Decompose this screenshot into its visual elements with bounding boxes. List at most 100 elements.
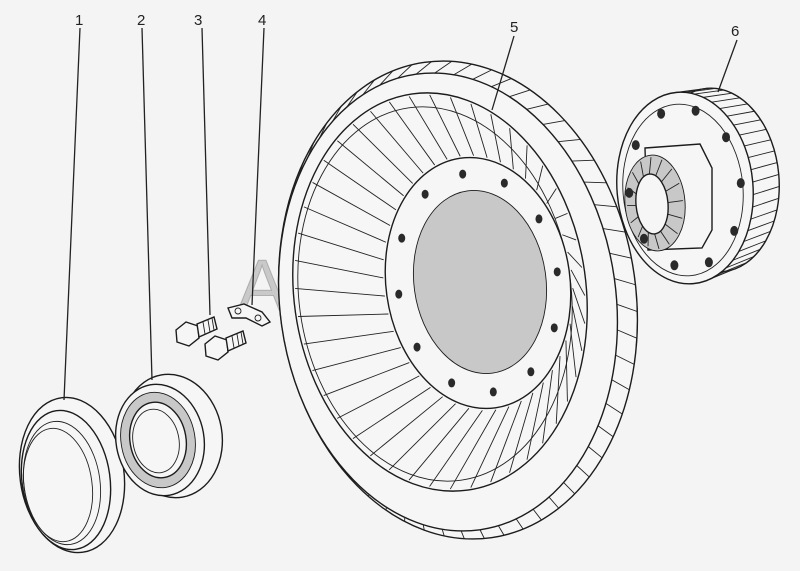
rim-vane [571, 159, 595, 162]
blade-edge [567, 251, 583, 268]
spline-tooth [667, 213, 683, 219]
rim-vane [346, 91, 358, 108]
rim-vane [321, 439, 325, 444]
rim-vane [362, 79, 375, 96]
rim-vane [615, 354, 635, 365]
blade-edge [352, 386, 431, 439]
bolt-hole [527, 367, 535, 377]
rim-vane [509, 89, 531, 98]
rim-vane [290, 367, 294, 376]
blade-edge [408, 96, 448, 160]
blade-edge [323, 159, 397, 211]
gear-tooth [750, 209, 778, 220]
rim-vane [479, 529, 485, 539]
blade-edge [470, 103, 488, 158]
part-2-bearing [114, 373, 224, 499]
leader-line-3 [201, 27, 211, 316]
bolt-hole [550, 323, 558, 333]
spline-tooth [654, 233, 660, 249]
callout-3: 3 [194, 12, 202, 29]
hub-bolt-hole [631, 140, 640, 151]
rim-vane [491, 78, 512, 88]
gear-tooth [738, 240, 766, 252]
blade-edge [337, 140, 404, 197]
blade-edge [536, 165, 544, 191]
blade-edge [388, 403, 456, 471]
blade-edge [490, 114, 501, 163]
rim-vane [297, 163, 304, 179]
spline-tooth [660, 230, 670, 245]
rim-vane [563, 482, 576, 495]
callout-6: 6 [731, 23, 739, 40]
blade-edge [509, 128, 514, 170]
blade-edge [370, 396, 443, 457]
blade-edge [565, 340, 568, 402]
gear-tooth [744, 139, 771, 147]
blade-edge [542, 370, 553, 444]
gear-tooth [753, 186, 780, 196]
spline-tooth [667, 200, 683, 204]
rim-vane [515, 518, 524, 530]
rim-vane [542, 120, 565, 125]
blade-edge [352, 123, 414, 184]
blade-edge [337, 375, 420, 419]
spline-tooth [664, 223, 678, 235]
rim-vane [605, 403, 623, 415]
rim-vane [331, 105, 342, 122]
rim-vane [307, 141, 315, 158]
leader-line-2 [141, 27, 153, 381]
callout-4: 4 [258, 12, 266, 29]
bolt-hole [395, 289, 403, 299]
part-5-turbine-wheel [277, 60, 639, 540]
gear-tooth [725, 256, 754, 269]
part-3-bolts [175, 316, 247, 361]
hub-bolt-hole [639, 233, 648, 244]
rim-vane [318, 122, 328, 139]
blade-edge [303, 206, 387, 243]
gear-tooth [711, 97, 741, 103]
blade-edge [546, 188, 557, 204]
gear-tooth [752, 197, 779, 208]
callout-1: 1 [75, 12, 83, 29]
spline-tooth [640, 161, 644, 178]
hub-bolt-hole [625, 187, 634, 198]
blade-edge [555, 212, 568, 219]
blade-edge [388, 101, 436, 166]
blade-edge [450, 97, 475, 156]
hub-bolt-hole [704, 257, 713, 268]
rim-vane [284, 341, 287, 351]
spline-tooth [665, 182, 680, 192]
gear-tooth [726, 110, 755, 117]
rim-vane [583, 181, 607, 184]
bolt-hole [489, 387, 497, 397]
blade-edge [569, 323, 577, 378]
rim-vane [548, 496, 560, 509]
gear-tooth [703, 92, 733, 98]
rim-vane [460, 530, 465, 539]
blade-edge [408, 408, 470, 481]
rim-vane [385, 507, 388, 511]
blade-edge [490, 400, 522, 483]
spline-tooth [655, 159, 663, 177]
part-1-seal-ring [18, 396, 126, 554]
rim-vane [379, 70, 394, 86]
blade-edge [323, 362, 410, 396]
blade-edge [370, 110, 424, 174]
hub-bolt-hole [730, 225, 739, 236]
blade-edge [295, 287, 385, 297]
rim-vane [558, 138, 581, 143]
rim-vane [453, 63, 473, 76]
blade-edge [555, 356, 561, 424]
rim-vane [415, 61, 432, 75]
bolt-hole [398, 233, 406, 243]
gear-tooth [685, 87, 716, 93]
rim-vane [616, 303, 638, 312]
rim-vane [434, 60, 452, 74]
blade-edge [303, 330, 394, 345]
blade-edge [298, 313, 389, 317]
blade-edge [562, 234, 577, 241]
hub-internal-splines [627, 157, 683, 249]
blade-edge [429, 94, 461, 157]
hub-bolt-hole [657, 108, 666, 119]
rim-vane [617, 329, 638, 339]
